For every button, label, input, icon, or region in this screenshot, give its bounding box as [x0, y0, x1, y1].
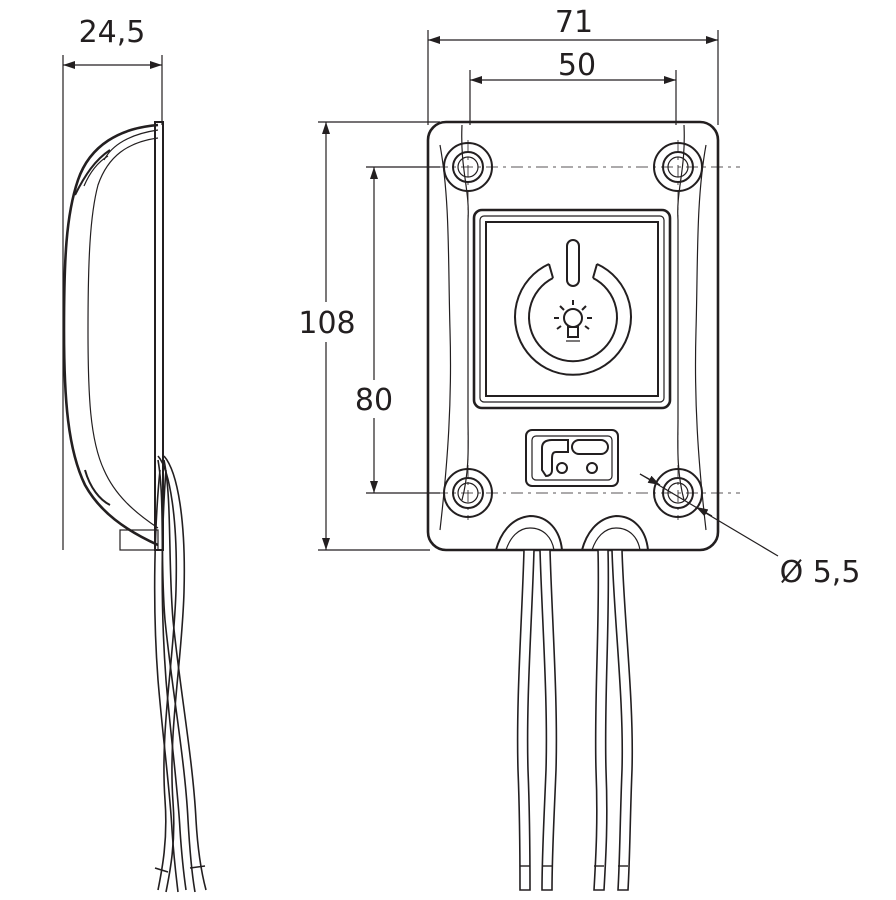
mounting-hole-top-right — [653, 142, 703, 192]
side-depth-label: 24,5 — [79, 15, 146, 50]
dimension-hole-spacing-horizontal: 50 — [469, 48, 677, 125]
front-wires — [516, 549, 634, 891]
connector-symbol-icon — [525, 429, 619, 487]
power-light-icon — [514, 239, 632, 376]
side-foot — [119, 529, 159, 551]
housing-outline — [426, 120, 720, 552]
housing — [426, 120, 720, 552]
hole-diameter-label: Ø 5,5 — [780, 555, 861, 590]
dimension-hole-diameter: Ø 5,5 — [639, 473, 861, 590]
side-wires — [153, 455, 207, 893]
height-overall-label: 108 — [298, 306, 355, 341]
mounting-hole-top-left — [443, 142, 493, 192]
hole-spacing-horizontal-label: 50 — [558, 48, 596, 83]
side-body-outline — [62, 123, 159, 547]
side-back-plate — [154, 121, 164, 551]
front-view: 71 50 108 80 — [296, 5, 861, 891]
push-button — [472, 208, 672, 410]
mounting-hole-bottom-right — [653, 468, 703, 518]
hole-spacing-vertical-label: 80 — [355, 383, 393, 418]
center-lines — [436, 140, 740, 520]
dimension-height-overall: 108 — [296, 121, 440, 551]
dimension-width-overall: 71 — [427, 5, 719, 125]
mounting-hole-bottom-left — [443, 468, 493, 518]
side-view: 24,5 — [62, 15, 207, 893]
width-overall-label: 71 — [555, 5, 593, 40]
